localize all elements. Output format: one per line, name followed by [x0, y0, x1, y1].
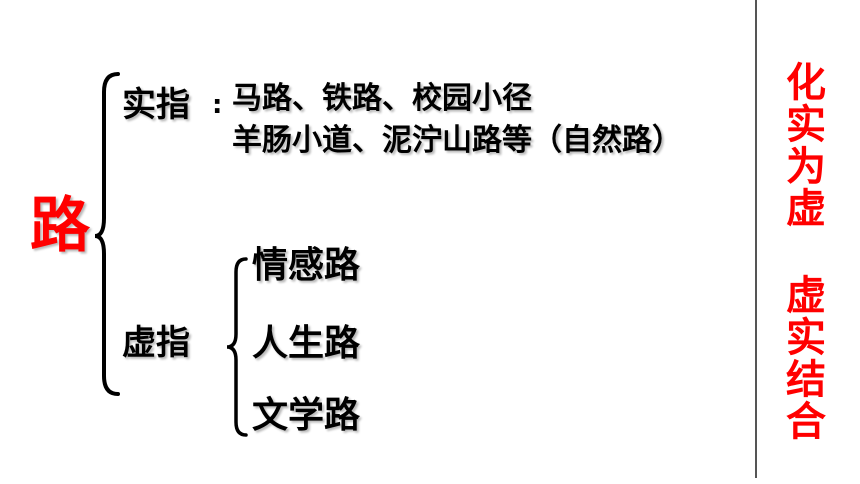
concrete-examples-line-1: 马路、铁路、校园小径 [232, 81, 532, 116]
side-note-combine: 虚实结合 [786, 273, 826, 445]
abstract-brace [226, 257, 248, 437]
vertical-divider [755, 0, 757, 478]
root-character: 路 [30, 191, 90, 261]
abstract-label: 虚指 [122, 323, 190, 363]
concrete-label: 实指 [122, 85, 190, 125]
side-note-virtualize: 化实为虚 [786, 60, 826, 232]
concrete-colon: : [212, 90, 223, 120]
main-brace [94, 72, 120, 396]
concrete-examples-line-2: 羊肠小道、泥泞山路等（自然路） [232, 123, 682, 158]
abstract-item-life-road: 人生路 [252, 323, 361, 364]
abstract-item-emotion-road: 情感路 [252, 245, 361, 286]
abstract-item-literature-road: 文学路 [252, 395, 361, 436]
